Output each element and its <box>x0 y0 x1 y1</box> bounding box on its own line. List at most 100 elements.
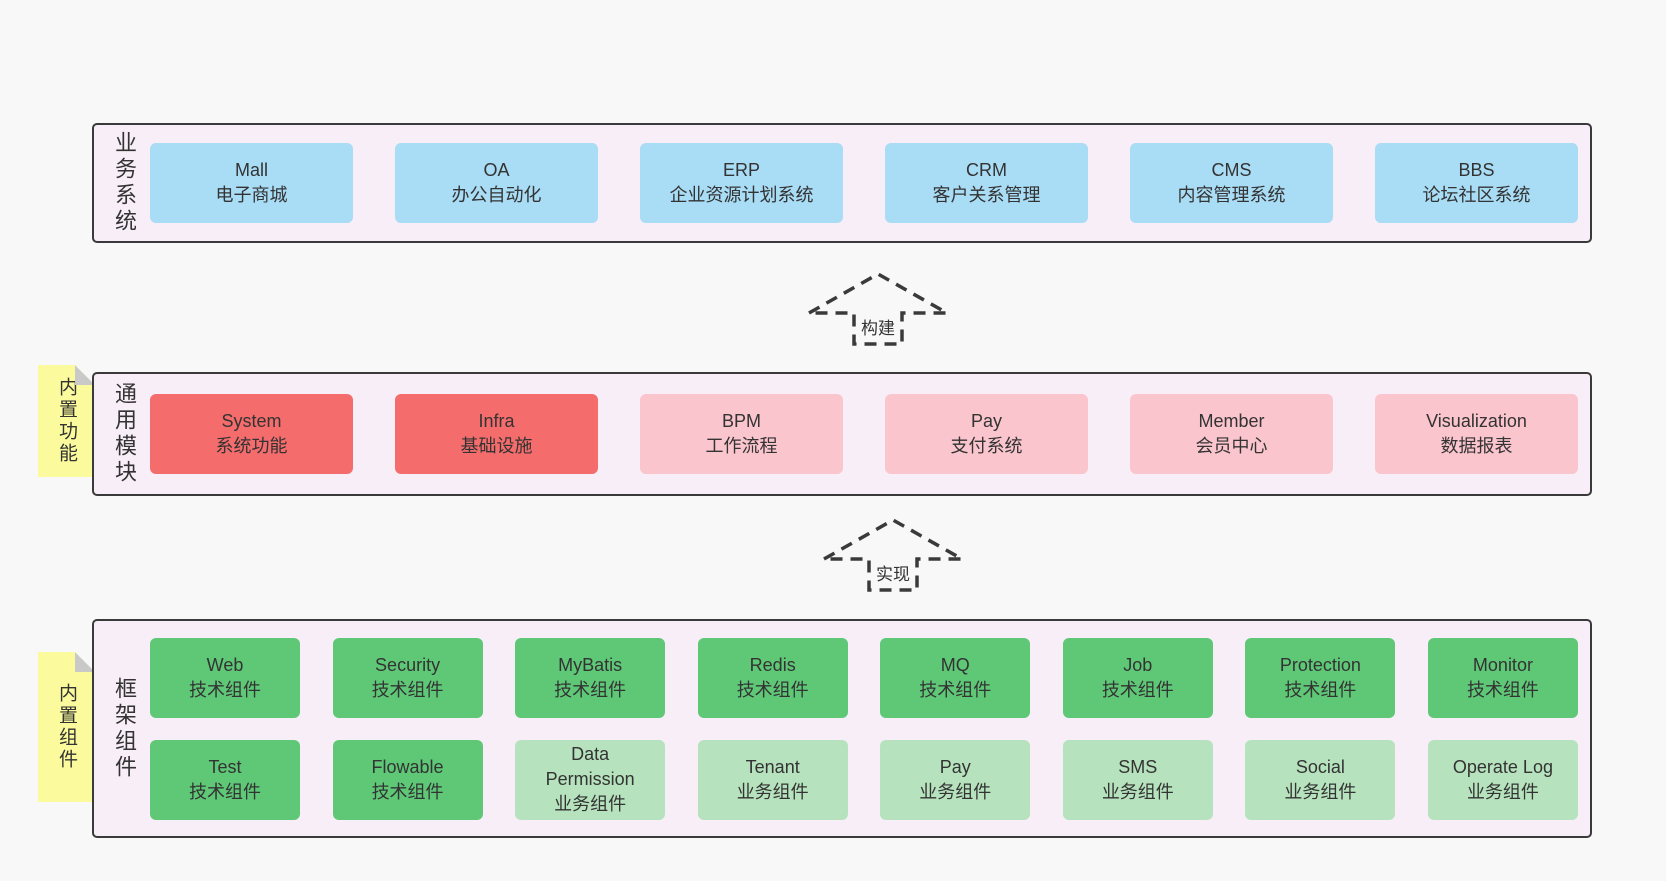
box-subtitle: 技术组件 <box>554 679 627 700</box>
box-title: MyBatis <box>558 654 623 675</box>
box-title: Monitor <box>1472 654 1533 675</box>
box-subtitle: 工作流程 <box>705 436 778 456</box>
box-bpm: BPM 工作流程 <box>640 394 843 474</box>
box-subtitle: 电子商城 <box>215 185 288 205</box>
box-title: Mall <box>234 160 268 180</box>
box-test: Test 技术组件 <box>150 739 300 820</box>
box-cms: CMS 内容管理系统 <box>1130 143 1333 223</box>
box-title: System <box>221 411 282 431</box>
box-row: Web 技术组件 Security 技术组件 MyBatis 技术组件 Redis 技术… <box>150 637 1578 718</box>
box-title: ERP <box>722 160 760 180</box>
box-subtitle: 业务组件 <box>1101 781 1174 802</box>
box-title: Infra <box>478 411 515 431</box>
box-title: Visualization <box>1426 411 1527 431</box>
box-subtitle: 技术组件 <box>371 679 444 700</box>
box-sms: SMS 业务组件 <box>1062 739 1213 820</box>
box-subtitle: 业务组件 <box>1284 781 1357 802</box>
box-member: Member 会员中心 <box>1130 394 1333 474</box>
box-web: Web 技术组件 <box>150 637 300 718</box>
box-title: BPM <box>721 411 761 431</box>
box-title: Member <box>1198 411 1265 431</box>
box-subtitle: 内容管理系统 <box>1177 185 1286 205</box>
layer-boxes: Web 技术组件 Security 技术组件 MyBatis 技术组件 Redis 技术… <box>150 621 1578 836</box>
up-arrow-icon <box>807 272 949 346</box>
box-subtitle: 技术组件 <box>371 781 444 802</box>
sticky-note-label: 内置功能 <box>56 377 77 465</box>
box-title: Data Permission <box>545 744 635 789</box>
box-title: Security <box>375 654 441 675</box>
up-arrow-icon <box>822 518 964 592</box>
box-infra: Infra 基础设施 <box>395 394 598 474</box>
box-title: Protection <box>1279 654 1361 675</box>
box-protection: Protection 技术组件 <box>1245 637 1396 718</box>
box-subtitle: 技术组件 <box>189 781 261 802</box>
box-subtitle: 技术组件 <box>1101 679 1174 700</box>
box-title: MQ <box>940 654 970 675</box>
box-subtitle: 办公自动化 <box>451 185 542 205</box>
box-subtitle: 技术组件 <box>1466 679 1539 700</box>
arrow-build: 构建 <box>807 272 949 346</box>
box-security: Security 技术组件 <box>332 637 483 718</box>
box-subtitle: 系统功能 <box>215 436 288 456</box>
box-erp: ERP 企业资源计划系统 <box>640 143 843 223</box>
box-social: Social 业务组件 <box>1245 739 1396 820</box>
box-title: Tenant <box>745 756 800 777</box>
layer-label: 业务系统 <box>112 131 137 235</box>
box-monitor: Monitor 技术组件 <box>1427 637 1578 718</box>
arrow-label: 实现 <box>872 560 914 585</box>
box-subtitle: 技术组件 <box>1284 679 1357 700</box>
sticky-note-built-in-components: 内置组件 <box>38 652 95 802</box>
box-bbs: BBS 论坛社区系统 <box>1375 143 1578 223</box>
box-title: BBS <box>1458 160 1495 180</box>
box-subtitle: 客户关系管理 <box>932 185 1041 205</box>
layer-boxes: System 系统功能 Infra 基础设施 BPM 工作流程 Pay 支付系统 Mem… <box>150 374 1578 494</box>
box-system: System 系统功能 <box>150 394 353 474</box>
box-title: Job <box>1123 654 1153 675</box>
sticky-note-built-in-features: 内置功能 <box>38 365 95 477</box>
layer-business-systems: 业务系统 Mall 电子商城 OA 办公自动化 ERP 企业资源计划系统 CRM 客户关… <box>92 123 1592 243</box>
box-redis: Redis 技术组件 <box>697 637 848 718</box>
box-subtitle: 技术组件 <box>919 679 992 700</box>
layer-framework-components: 框架组件 Web 技术组件 Security 技术组件 MyBatis 技术组件 Re… <box>92 619 1592 838</box>
box-subtitle: 业务组件 <box>919 781 992 802</box>
box-subtitle: 支付系统 <box>950 436 1023 456</box>
box-pay: Pay 支付系统 <box>885 394 1088 474</box>
box-title: Operate Log <box>1452 756 1553 777</box>
box-title: Pay <box>939 756 971 777</box>
sticky-note-label: 内置组件 <box>56 683 77 771</box>
box-title: SMS <box>1118 756 1158 777</box>
box-mall: Mall 电子商城 <box>150 143 353 223</box>
box-title: OA <box>483 160 510 180</box>
layer-label: 框架组件 <box>112 676 137 781</box>
box-title: CMS <box>1211 160 1252 180</box>
box-title: Web <box>206 654 244 675</box>
box-subtitle: 基础设施 <box>460 436 533 456</box>
box-title: Redis <box>749 654 796 675</box>
box-mybatis: MyBatis 技术组件 <box>515 637 666 718</box>
box-subtitle: 论坛社区系统 <box>1422 185 1531 205</box>
box-title: Social <box>1295 756 1345 777</box>
box-subtitle: 技术组件 <box>736 679 809 700</box>
box-row: Mall 电子商城 OA 办公自动化 ERP 企业资源计划系统 CRM 客户关系管理 C… <box>150 143 1578 223</box>
box-crm: CRM 客户关系管理 <box>885 143 1088 223</box>
box-subtitle: 会员中心 <box>1195 436 1268 456</box>
box-title: CRM <box>966 160 1007 180</box>
box-data-permission: Data Permission 业务组件 <box>515 739 666 820</box>
box-subtitle: 企业资源计划系统 <box>669 185 814 205</box>
box-subtitle: 业务组件 <box>1466 781 1539 802</box>
box-pay-component: Pay 业务组件 <box>880 739 1031 820</box>
arrow-label: 构建 <box>857 314 899 339</box>
box-subtitle: 技术组件 <box>189 679 261 700</box>
box-row: System 系统功能 Infra 基础设施 BPM 工作流程 Pay 支付系统 Mem… <box>150 394 1578 474</box>
box-operate-log: Operate Log 业务组件 <box>1427 739 1578 820</box>
box-subtitle: 业务组件 <box>554 794 627 814</box>
box-mq: MQ 技术组件 <box>880 637 1031 718</box>
box-title: Test <box>208 756 242 777</box>
box-job: Job 技术组件 <box>1062 637 1213 718</box>
box-title: Pay <box>970 411 1003 431</box>
